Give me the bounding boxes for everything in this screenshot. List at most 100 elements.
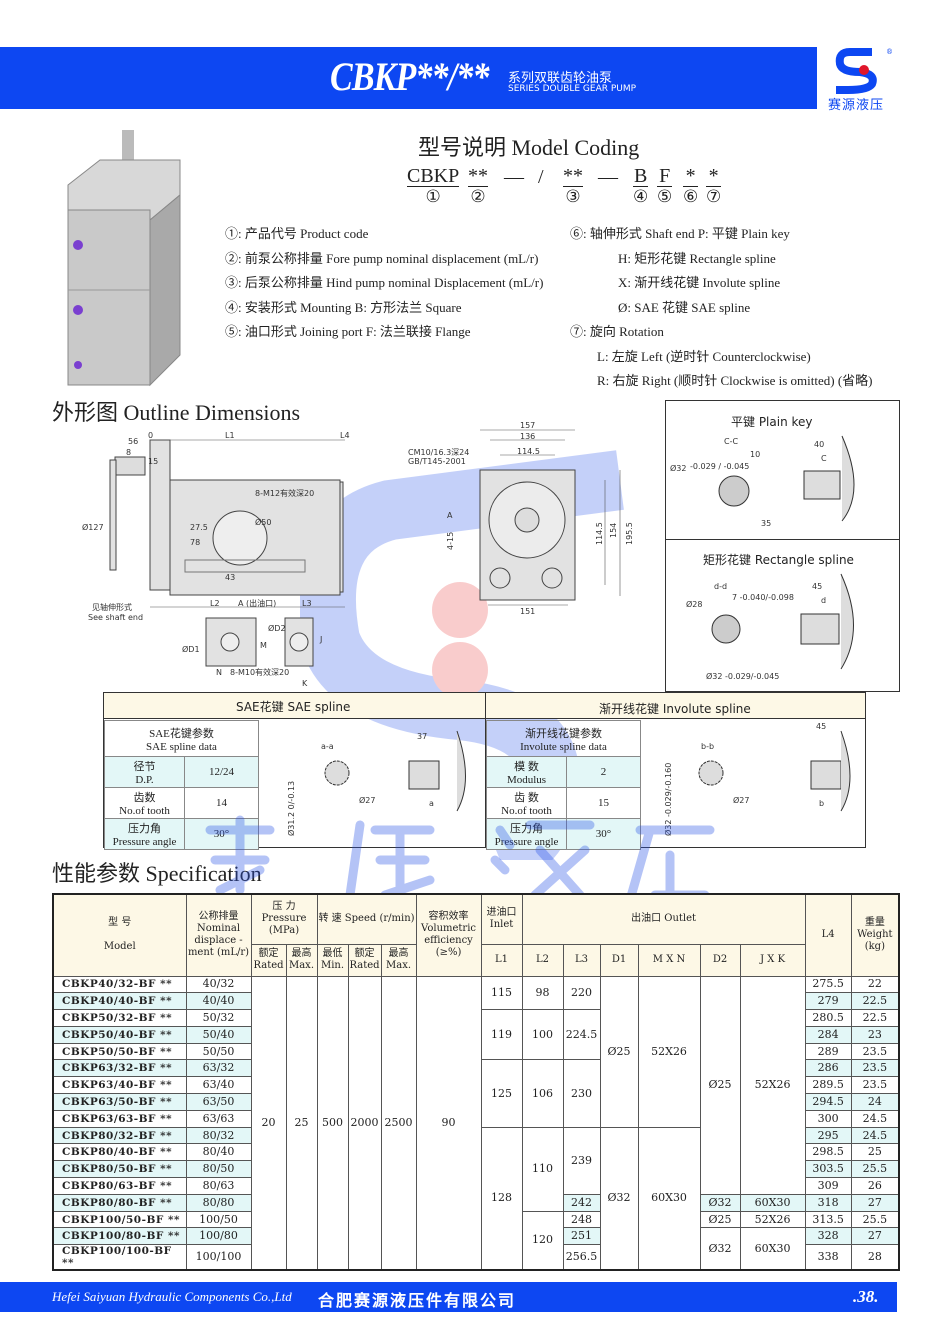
svg-text:See shaft end: See shaft end	[88, 613, 143, 622]
svg-text:0: 0	[148, 431, 153, 440]
footer-banner: Hefei Saiyuan Hydraulic Components Co.,L…	[0, 1282, 897, 1312]
outline-title: 外形图 Outline Dimensions	[52, 400, 301, 425]
company-name-cn: 合肥赛源液压件有限公司	[318, 1291, 517, 1310]
svg-text:56: 56	[128, 437, 138, 446]
rect-spline-drawing: d-d Ø28 7 -0.040/-0.098 Ø32 -0.029/-0.04…	[686, 573, 854, 681]
svg-text:45: 45	[816, 722, 826, 731]
code-part: —	[504, 166, 524, 188]
model-coding-title: 型号说明 Model Coding	[418, 135, 640, 160]
svg-text:d-d: d-d	[714, 582, 727, 591]
code-part: /	[538, 166, 544, 188]
code-part: **③	[563, 165, 583, 206]
svg-text:K: K	[302, 679, 308, 688]
col-displacement: 公称排量 Nominal displace -ment (mL/r)	[185, 893, 252, 977]
svg-text:N: N	[216, 668, 222, 677]
code-part: *⑦	[706, 165, 722, 206]
svg-text:40: 40	[814, 440, 824, 449]
svg-text:Ø50: Ø50	[255, 517, 271, 527]
spec-title: 性能参数 Specification	[52, 861, 262, 886]
svg-text:d: d	[821, 596, 826, 605]
svg-text:Ø127: Ø127	[82, 522, 104, 532]
logo-text: 赛源液压	[828, 98, 885, 113]
cell-l3: 230	[562, 1059, 601, 1128]
legend-item: ①: 产品代号 Product code	[225, 226, 369, 241]
plain-key-title: 平键 Plain key	[731, 415, 813, 429]
spline-panels: SAE花键 SAE spline 渐开线花键 Involute spline S…	[103, 692, 866, 850]
svg-text:J: J	[319, 635, 322, 644]
svg-text:195.5: 195.5	[625, 522, 634, 545]
cell-l3: 239	[562, 1126, 601, 1195]
svg-text:35: 35	[761, 519, 771, 528]
svg-text:37: 37	[417, 732, 427, 741]
svg-text:Ø28: Ø28	[686, 599, 702, 609]
code-part: *⑥	[683, 165, 699, 206]
cell-l2: 120	[521, 1210, 564, 1271]
svg-text:GB/T145-2001: GB/T145-2001	[408, 457, 466, 466]
svg-text:8-M12有效深20: 8-M12有效深20	[255, 488, 314, 498]
svg-text:见轴伸形式: 见轴伸形式	[92, 602, 132, 612]
svg-text:8: 8	[126, 448, 131, 457]
svg-text:C-C: C-C	[724, 437, 738, 446]
cell-l3: 220	[562, 975, 601, 1011]
svg-text:43: 43	[225, 573, 235, 582]
svg-text:27.5: 27.5	[190, 523, 208, 532]
svg-text:45: 45	[812, 582, 822, 591]
svg-text:L4: L4	[340, 431, 350, 440]
subtitle-en: SERIES DOUBLE GEAR PUMP	[508, 84, 637, 94]
cell-jxk: 52X26	[739, 975, 806, 1195]
outline-drawing: 56 0 8 15 L1 L4 8-M12有效深20 Ø50 27.5 78 4…	[82, 421, 634, 688]
svg-text:CM10/16.3深24: CM10/16.3深24	[408, 448, 469, 457]
cell-l2: 110	[521, 1126, 564, 1212]
svg-text:4-15: 4-15	[446, 532, 455, 550]
svg-text:b-b: b-b	[701, 742, 714, 751]
cell-d2: Ø32	[699, 1227, 741, 1271]
svg-text:L1: L1	[225, 431, 235, 440]
cell-l3: 224.5	[562, 1009, 601, 1061]
svg-text:L3: L3	[302, 599, 312, 608]
svg-text:10: 10	[750, 450, 760, 459]
legend-item: ⑥: 轴伸形式 Shaft end P: 平键 Plain key	[570, 226, 790, 241]
cell-d2: Ø25	[699, 1210, 741, 1229]
product-series-title: CBKP**/**	[330, 54, 489, 99]
cell-mxn: 52X26	[637, 975, 701, 1128]
cell-l3: 256.5	[562, 1244, 601, 1271]
svg-text:C: C	[821, 454, 827, 463]
col-inlet: 进油口 Inlet	[480, 893, 523, 945]
legend-item: ⑦: 旋向 Rotation	[570, 324, 664, 339]
svg-text:Ø32: Ø32	[670, 463, 686, 473]
header-banner: CBKP**/** 系列双联齿轮油泵 SERIES DOUBLE GEAR PU…	[0, 47, 817, 109]
cell-jxk: 60X30	[739, 1227, 806, 1271]
svg-text:15: 15	[148, 457, 158, 466]
code-part: —	[598, 166, 618, 188]
cell-d1: Ø32	[599, 1126, 639, 1271]
col-weight: 重量 Weight (kg)	[850, 893, 900, 977]
watermark-brush-strokes	[205, 815, 715, 905]
page-number: .38.	[853, 1287, 879, 1306]
cell-l2: 98	[521, 975, 564, 1011]
svg-text:L2: L2	[210, 599, 220, 608]
svg-text:151: 151	[520, 607, 535, 616]
svg-text:7 -0.040/-0.098: 7 -0.040/-0.098	[732, 593, 794, 602]
svg-text:Ø31.2 0/-0.13: Ø31.2 0/-0.13	[286, 781, 296, 836]
legend-item: R: 右旋 Right (顺时针 Clockwise is omitted) (…	[597, 373, 873, 388]
svg-text:ØD1: ØD1	[182, 644, 200, 654]
col-pressure: 压 力 Pressure (MPa)	[250, 893, 318, 945]
sae-title: SAE花键 SAE spline	[236, 700, 351, 714]
cell-l3: 248	[562, 1210, 601, 1229]
